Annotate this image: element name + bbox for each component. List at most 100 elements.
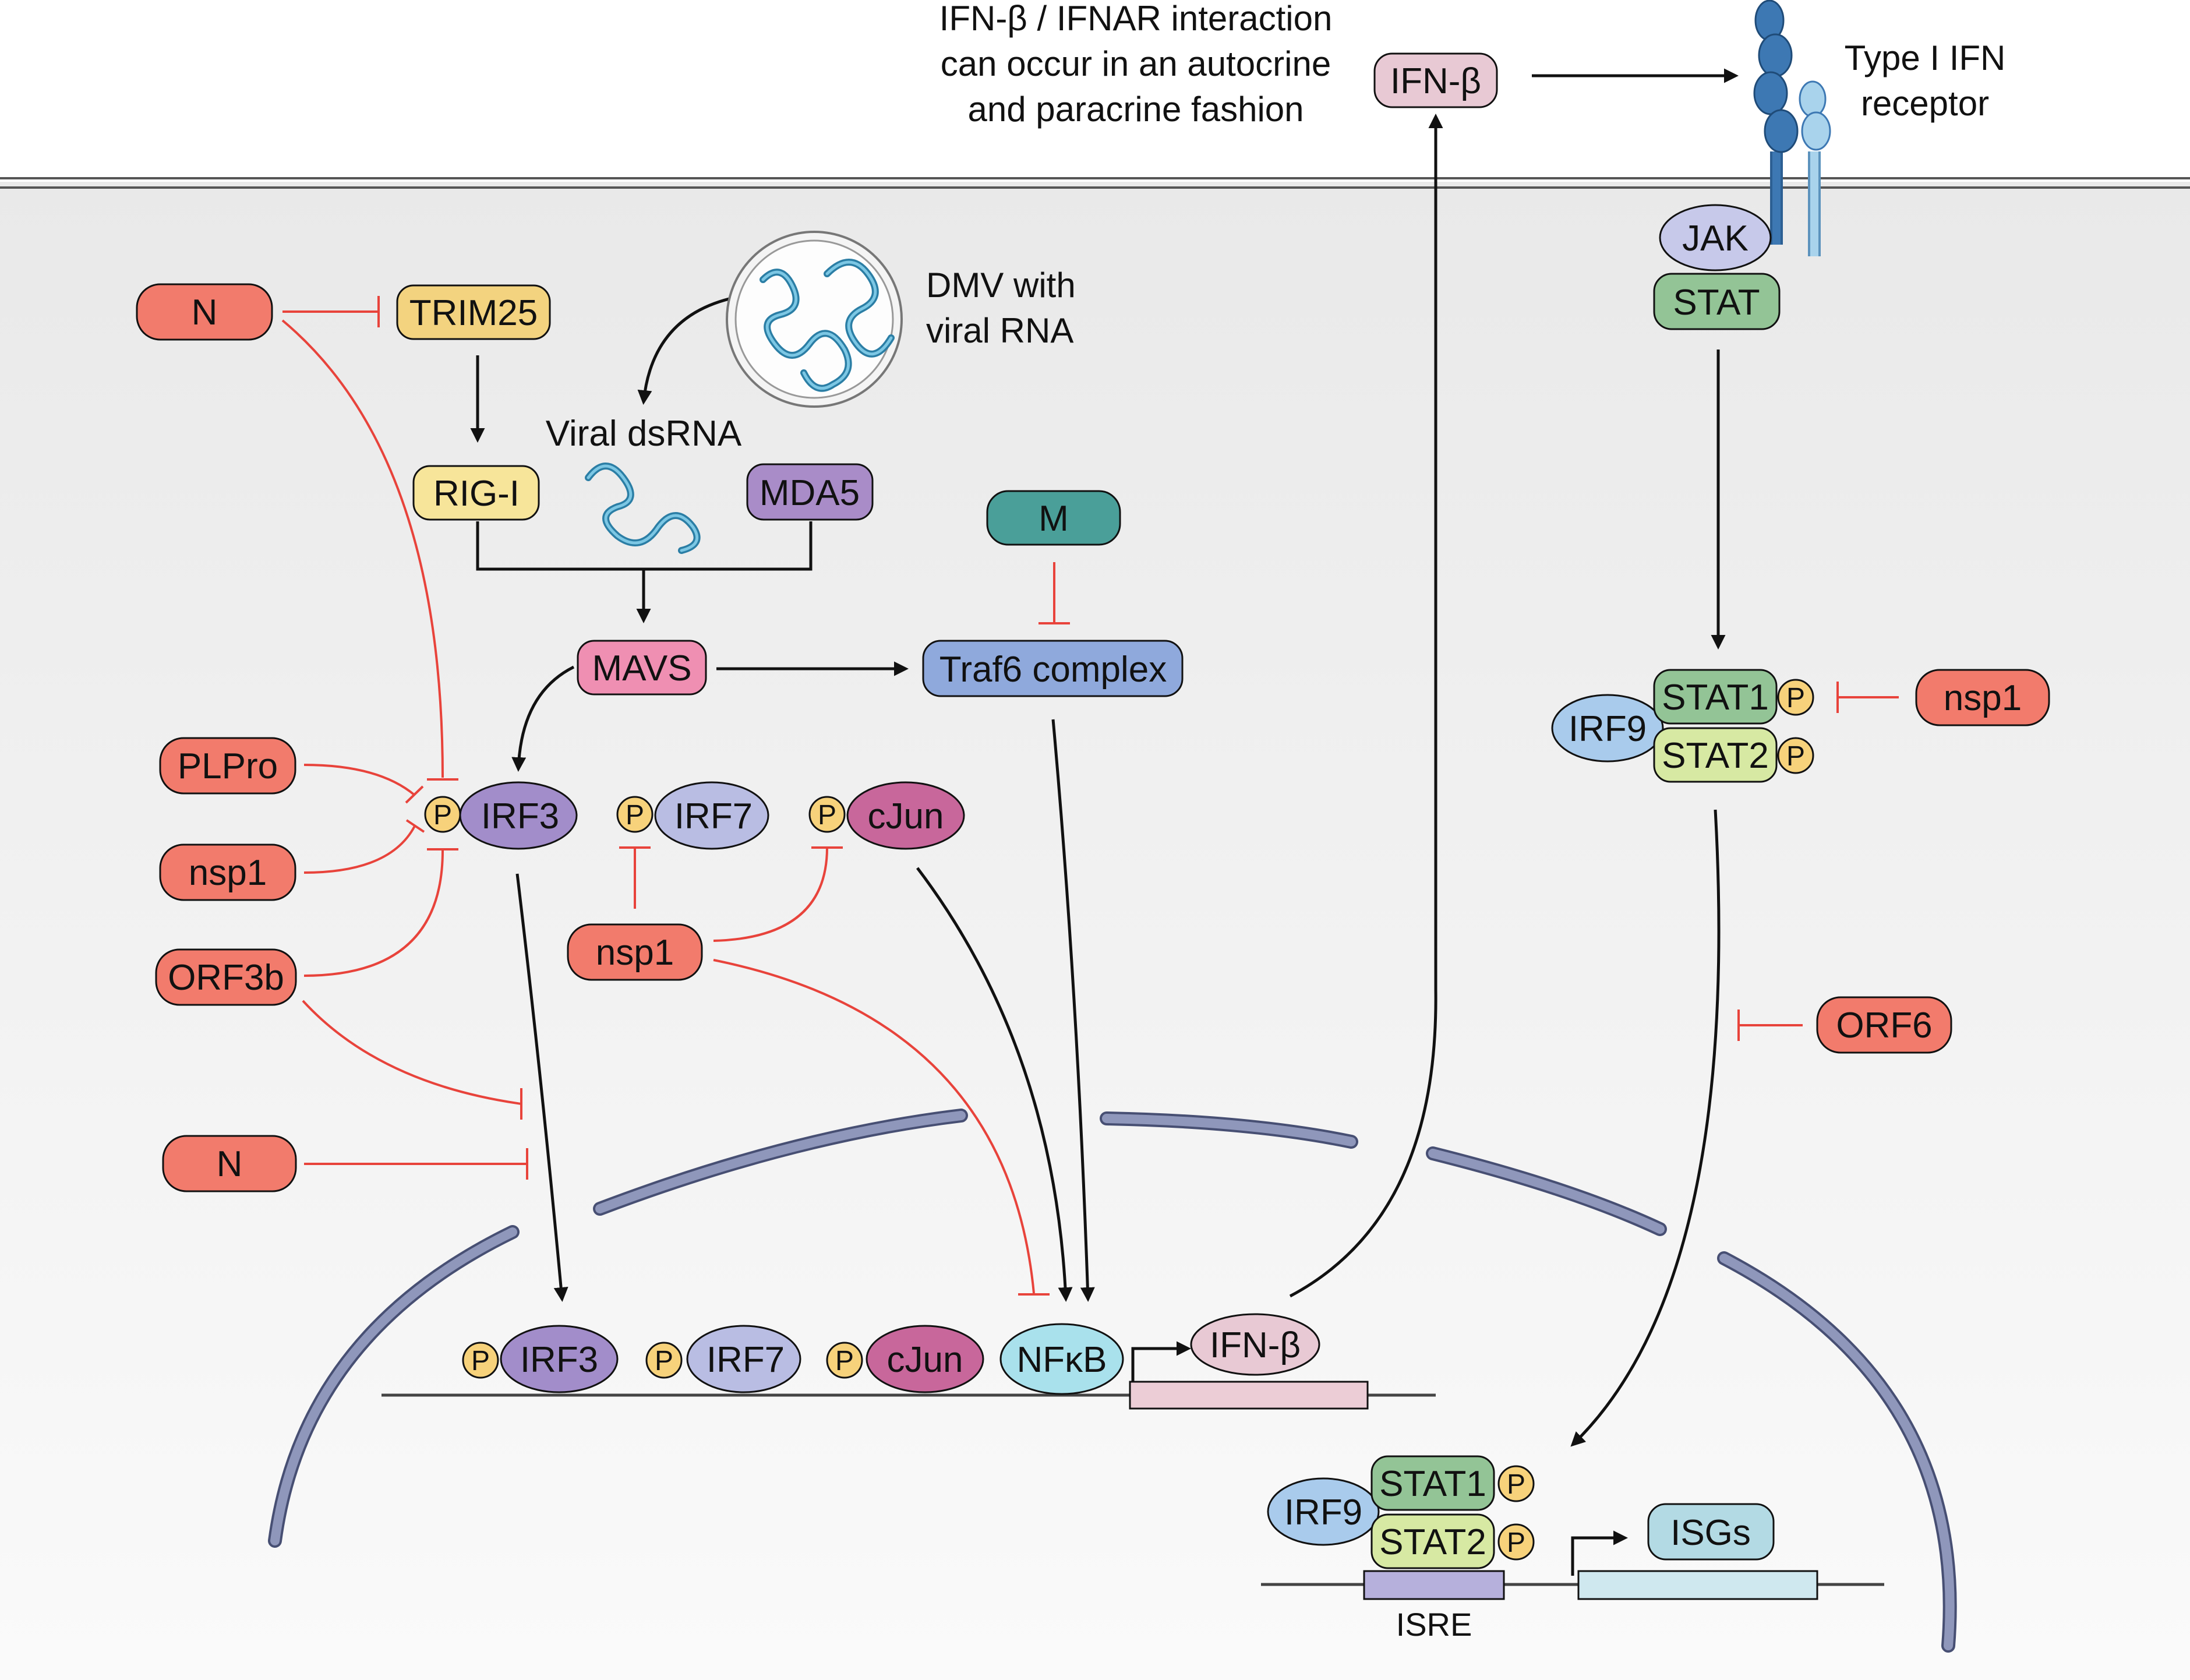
mda5: MDA5 <box>746 463 874 521</box>
nsp1-inhibits-cjun <box>713 847 828 942</box>
svg-text:P: P <box>1786 741 1805 772</box>
plpro-inhibits-irf3 <box>303 764 416 796</box>
phospho-cjun-nucleus <box>826 1342 863 1379</box>
rig-i: RIG-I <box>412 465 540 521</box>
isre-dna-strand <box>1261 1570 1884 1600</box>
svg-text:MDA5: MDA5 <box>760 473 860 513</box>
svg-text:IRF3: IRF3 <box>520 1340 598 1380</box>
svg-text:P: P <box>1786 683 1805 714</box>
svg-text:MAVS: MAVS <box>592 648 691 689</box>
phospho-stat1-cytoplasm <box>1777 679 1814 716</box>
rig-mda5-bracket <box>476 521 813 571</box>
svg-text:P: P <box>655 1346 673 1377</box>
nsp1-left: nsp1 <box>159 843 296 901</box>
svg-text:M: M <box>1039 499 1069 539</box>
svg-text:IFN-β: IFN-β <box>1210 1325 1301 1365</box>
isgs: ISGs <box>1647 1503 1775 1561</box>
ifnb-transcript: IFN-β <box>1190 1313 1320 1376</box>
svg-text:P: P <box>835 1346 854 1377</box>
svg-text:IRF9: IRF9 <box>1284 1492 1362 1533</box>
phospho-stat1-nucleus <box>1497 1465 1535 1502</box>
dmv-to-dsrna-arrow <box>637 295 737 405</box>
svg-text:IRF7: IRF7 <box>707 1340 785 1380</box>
svg-text:P: P <box>818 800 836 831</box>
plpro: PLPro <box>159 737 296 795</box>
mavs: MAVS <box>577 640 707 696</box>
svg-text:cJun: cJun <box>868 796 944 837</box>
svg-text:ISGs: ISGs <box>1670 1513 1751 1553</box>
ifnb-dna-strand <box>382 1381 1436 1410</box>
ifnb-secreted: IFN-β <box>1373 52 1498 108</box>
svg-text:nsp1: nsp1 <box>596 933 674 973</box>
svg-text:PLPro: PLPro <box>178 746 278 786</box>
svg-text:STAT1: STAT1 <box>1662 677 1769 718</box>
mavs-to-irf3-arrow <box>511 665 575 772</box>
nsp1-inhibits-nfkb <box>713 959 1035 1294</box>
isgf3-nucleus: IRF9 STAT1 STAT2 P P <box>1267 1455 1535 1569</box>
cytoplasm <box>0 182 2190 1680</box>
svg-text:P: P <box>1507 1527 1525 1558</box>
svg-text:cJun: cJun <box>887 1340 963 1380</box>
trim25: TRIM25 <box>396 284 551 340</box>
svg-text:IRF7: IRF7 <box>674 796 753 837</box>
phospho-stat2-cytoplasm <box>1777 737 1814 774</box>
svg-text:N: N <box>217 1144 243 1184</box>
svg-text:IRF3: IRF3 <box>481 796 559 837</box>
activation-arrows <box>470 68 1739 1576</box>
viral-dsrna-label: Viral dsRNA <box>546 414 742 454</box>
svg-text:P: P <box>626 800 644 831</box>
autocrine-note-line-1: IFN-β / IFNAR interaction <box>939 0 1333 38</box>
svg-text:RIG-I: RIG-I <box>433 474 520 514</box>
svg-text:NFκB: NFκB <box>1017 1340 1107 1380</box>
svg-text:JAK: JAK <box>1682 218 1749 259</box>
svg-text:ORF3b: ORF3b <box>168 958 284 998</box>
nsp1-right: nsp1 <box>1915 669 2050 726</box>
phospho-irf7-cytoplasm <box>616 796 654 833</box>
isgf3-to-nucleus-arrow <box>1570 809 1721 1447</box>
isgf3-cytoplasm: IRF9 STAT1 STAT2 P P <box>1551 669 1814 783</box>
svg-text:nsp1: nsp1 <box>1944 678 2022 718</box>
nfkb-promoter-arrow <box>1131 1341 1191 1386</box>
cjun-to-nfkb-arrow <box>916 867 1073 1302</box>
irf3-nucleus: IRF3 P <box>462 1325 619 1393</box>
n-inhibits-irf3-phosphorylation <box>281 319 444 778</box>
irf7-nucleus: IRF7 P <box>645 1325 801 1393</box>
isre-label: ISRE <box>1396 1606 1472 1643</box>
isre-promoter-arrow <box>1571 1530 1628 1576</box>
autocrine-note-line-2: can occur in an autocrine <box>941 44 1331 83</box>
nfkb-nucleus: NFκB <box>999 1323 1124 1395</box>
irf3-cytoplasm: IRF3 P <box>424 781 578 850</box>
svg-text:IFN-β: IFN-β <box>1390 61 1481 101</box>
svg-text:ORF6: ORF6 <box>1836 1005 1932 1046</box>
svg-text:P: P <box>1507 1469 1525 1500</box>
inhibition-lines <box>281 296 1899 1296</box>
phospho-irf7-nucleus <box>645 1342 683 1379</box>
isg-gene <box>1577 1570 1818 1600</box>
stat: STAT <box>1653 273 1781 330</box>
autocrine-note-line-3: and paracrine fashion <box>967 90 1304 129</box>
isre-element <box>1363 1570 1505 1600</box>
svg-text:STAT1: STAT1 <box>1379 1464 1486 1504</box>
m-protein: M <box>986 490 1121 546</box>
phospho-irf3-nucleus <box>462 1342 499 1379</box>
orf3b: ORF3b <box>155 948 297 1006</box>
receptor-label-line-1: Type I IFN <box>1845 38 2006 77</box>
traf6-to-nfkb-arrow <box>1051 719 1095 1302</box>
phospho-irf3-cytoplasm <box>424 796 461 833</box>
n-protein-bottom: N <box>162 1135 297 1192</box>
orf3b-inhibits-irf3 <box>303 850 444 977</box>
orf3b-inhibits-nuclear-import <box>302 1000 522 1105</box>
dmv-vesicle <box>726 231 903 408</box>
irf3-to-nucleus-arrow <box>515 873 568 1302</box>
ifnb-gene-to-ifnb-arrow <box>1289 114 1443 1298</box>
dmv-label-line-1: DMV with <box>926 266 1076 305</box>
svg-text:N: N <box>192 292 218 333</box>
cjun-cytoplasm: cJun P <box>808 781 965 850</box>
svg-text:TRIM25: TRIM25 <box>409 293 538 333</box>
cjun-nucleus: cJun P <box>826 1325 984 1393</box>
svg-text:P: P <box>433 800 452 831</box>
nsp1-inhibits-irf3 <box>303 825 416 874</box>
traf6-complex: Traf6 complex <box>922 640 1184 697</box>
phospho-stat2-nucleus <box>1497 1523 1535 1561</box>
